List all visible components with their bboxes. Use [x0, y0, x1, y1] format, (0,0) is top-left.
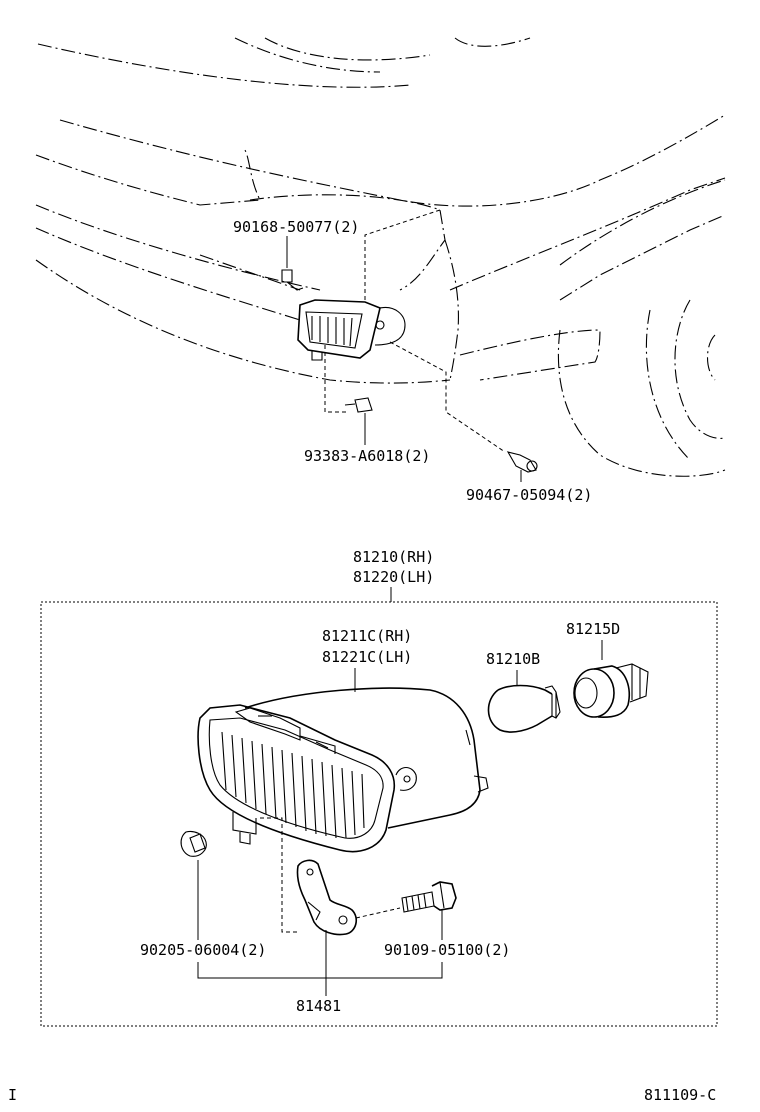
bolt	[401, 881, 457, 913]
bolt-dash-leader	[355, 907, 401, 919]
label-bolt-upper: 90168-50077(2)	[233, 218, 359, 236]
group-bracket-line	[197, 962, 443, 979]
fog-lamp-installed	[281, 269, 538, 473]
footer-left-mark: I	[8, 1086, 17, 1104]
label-bolt: 90109-05100(2)	[384, 941, 510, 959]
bracket-dash-leader	[260, 817, 300, 933]
label-nut: 90205-06004(2)	[140, 941, 266, 959]
bulb	[487, 684, 561, 733]
label-lens-lh: 81221C(LH)	[322, 648, 412, 666]
socket	[573, 663, 649, 718]
assembly-frame	[40, 601, 718, 1027]
bracket	[296, 859, 358, 936]
label-screw-lower: 93383-A6018(2)	[304, 447, 430, 465]
label-lens-rh: 81211C(RH)	[322, 627, 412, 645]
label-bracket: 81481	[296, 997, 341, 1015]
figure-code: 811109-C	[644, 1086, 716, 1104]
label-assy-rh: 81210(RH)	[353, 548, 434, 566]
top-leader-lines	[286, 209, 522, 482]
fog-lamp-assembly	[197, 687, 489, 853]
label-bulb: 81210B	[486, 650, 540, 668]
label-socket: 81215D	[566, 620, 620, 638]
label-clip-right: 90467-05094(2)	[466, 486, 592, 504]
label-assy-lh: 81220(LH)	[353, 568, 434, 586]
nut-clip	[180, 830, 207, 857]
vehicle-outline	[35, 37, 726, 477]
